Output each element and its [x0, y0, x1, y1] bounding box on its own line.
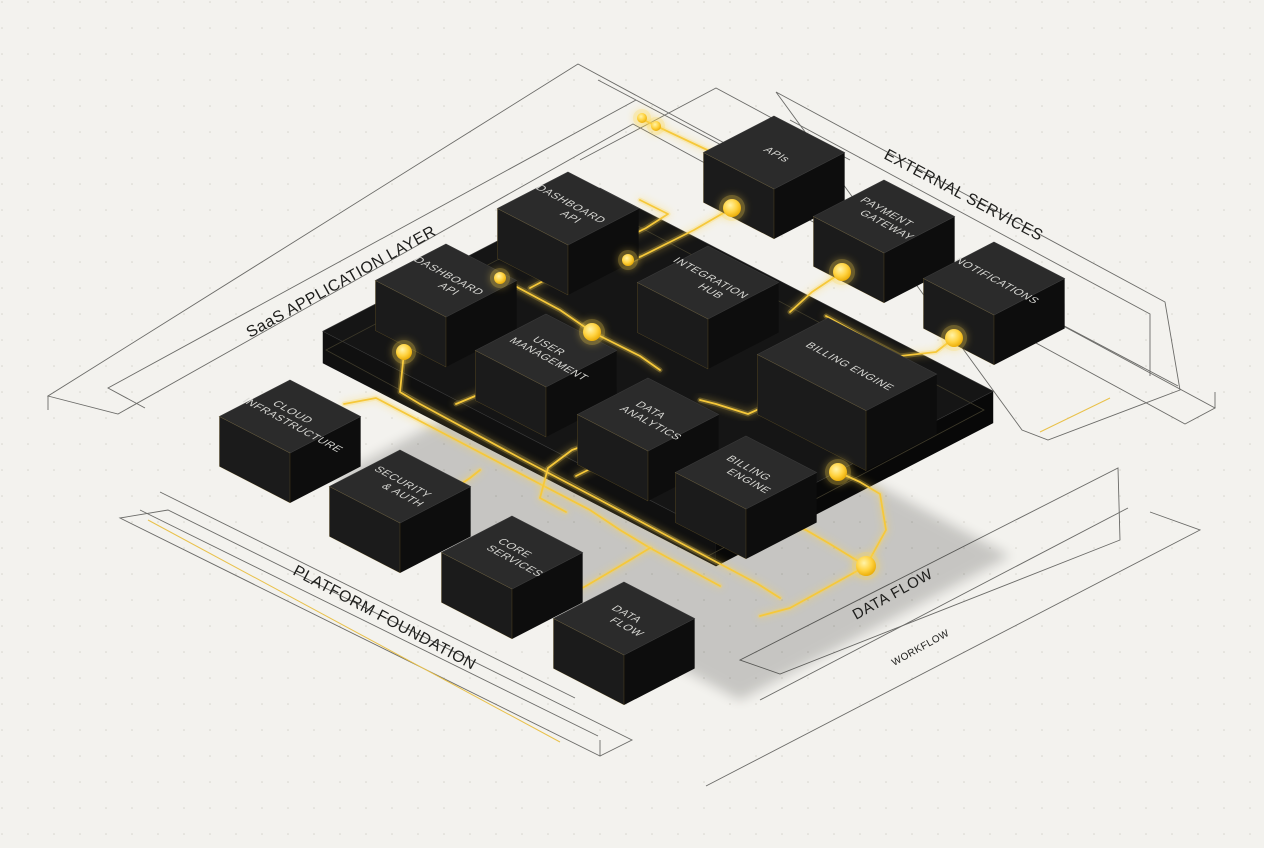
block-billing-engine-large-rim: [757, 354, 867, 472]
block-apis-right-face: [774, 152, 845, 240]
block-apis-top-face: [702, 115, 846, 190]
block-core-services-left-face: [441, 552, 512, 640]
guide-frame-foundation-outer: [159, 491, 576, 699]
block-dashboard-api-front-top-face: [374, 243, 518, 318]
block-billing-engine-large-top-face: [756, 317, 938, 412]
block-data-flow-block-right-face: [624, 618, 695, 706]
block-notifications-right-face: [994, 278, 1065, 366]
flow-node-9: [945, 329, 963, 347]
flow-node-1: [637, 113, 647, 123]
block-security-auth-left-face: [329, 486, 400, 574]
block-integration-hub-rim: [637, 282, 709, 370]
external-accent-line: [1039, 397, 1111, 433]
block-notifications-left-face: [923, 278, 994, 366]
block-core-services-right-face: [512, 552, 583, 640]
block-data-flow-block-left-face: [553, 618, 624, 706]
guide-frame-application-inner-2: [107, 99, 637, 409]
block-billing-engine-large: BILLING ENGINE: [756, 317, 938, 472]
block-cloud-infrastructure-rim: [219, 416, 291, 504]
block-cloud-infrastructure-left-face: [219, 416, 290, 504]
flow-node-7: [396, 344, 412, 360]
guide-frame-foundation-inner: [139, 509, 599, 737]
block-security-auth-right-face: [400, 486, 471, 574]
block-payment-gateway-left-face: [813, 216, 884, 304]
guide-frame-foundation: [118, 509, 634, 757]
block-billing-engine-large-right-face: [866, 374, 937, 471]
block-dashboard-api-front-left-face: [375, 280, 446, 368]
guide-frame-external-inner: [789, 119, 1151, 376]
block-data-analytics-rim: [577, 414, 649, 502]
block-security-auth-rim: [329, 486, 401, 574]
block-notifications: NOTIFICATIONS: [922, 241, 1066, 366]
block-dashboard-api-back-rim: [497, 208, 569, 296]
block-core-services-rim: [441, 552, 513, 640]
flow-node-5: [494, 272, 506, 284]
block-security-auth-top-face: [328, 449, 472, 524]
flow-node-2: [651, 121, 661, 131]
block-data-flow-block-top-face: [552, 581, 696, 656]
block-payment-gateway-rim: [813, 216, 885, 304]
guide-frame-external: [775, 91, 1181, 441]
block-payment-gateway-right-face: [884, 216, 955, 304]
block-user-management-left-face: [475, 350, 546, 438]
flow-nodes: [392, 109, 967, 580]
block-data-analytics-left-face: [577, 414, 648, 502]
block-notifications-top-face: [922, 241, 1066, 316]
block-data-analytics-top-face: [576, 377, 720, 452]
flow-line-11: [759, 471, 887, 617]
flow-node-4: [622, 254, 634, 266]
block-user-management-rim: [475, 350, 547, 438]
flow-line-6: [399, 351, 781, 599]
block-cloud-infrastructure-right-face: [290, 416, 361, 504]
flow-node-11: [856, 556, 876, 576]
block-dashboard-api-back-right-face: [568, 208, 639, 296]
guide-frame-workflow-inner: [759, 507, 1129, 701]
flow-node-8: [833, 263, 851, 281]
block-dashboard-api-front-rim: [375, 280, 447, 368]
guide-frame-workflow: [705, 511, 1202, 787]
block-user-management-right-face: [546, 350, 617, 438]
block-billing-engine-rim: [675, 472, 747, 560]
block-billing-engine-large-left-face: [757, 354, 867, 471]
flow-node-6: [583, 323, 601, 341]
block-notifications-rim: [923, 278, 995, 366]
flow-line-7: [343, 397, 721, 587]
block-data-analytics-right-face: [648, 414, 719, 502]
block-dashboard-api-back-top-face: [496, 171, 640, 246]
block-core-services-top-face: [440, 515, 584, 590]
block-apis: APIs: [702, 115, 846, 240]
foundation-accent-line: [147, 519, 561, 743]
block-billing-engine-right-face: [746, 472, 817, 560]
block-integration-hub-left-face: [637, 282, 708, 370]
flow-node-3: [723, 199, 741, 217]
block-cloud-infrastructure-top-face: [218, 379, 362, 454]
block-apis-rim: [703, 152, 775, 240]
block-billing-engine-left-face: [675, 472, 746, 560]
block-dashboard-api-back-left-face: [497, 208, 568, 296]
block-payment-gateway-top-face: [812, 179, 956, 254]
block-integration-hub-top-face: [636, 245, 780, 320]
block-integration-hub-right-face: [708, 282, 779, 370]
flow-node-10: [829, 463, 847, 481]
block-apis-left-face: [703, 152, 774, 240]
block-data-flow-block-rim: [553, 618, 625, 706]
block-billing-engine-top-face: [674, 435, 818, 510]
block-dashboard-api-front-right-face: [446, 280, 517, 368]
block-security-auth: SECURITY& AUTH: [328, 449, 472, 574]
